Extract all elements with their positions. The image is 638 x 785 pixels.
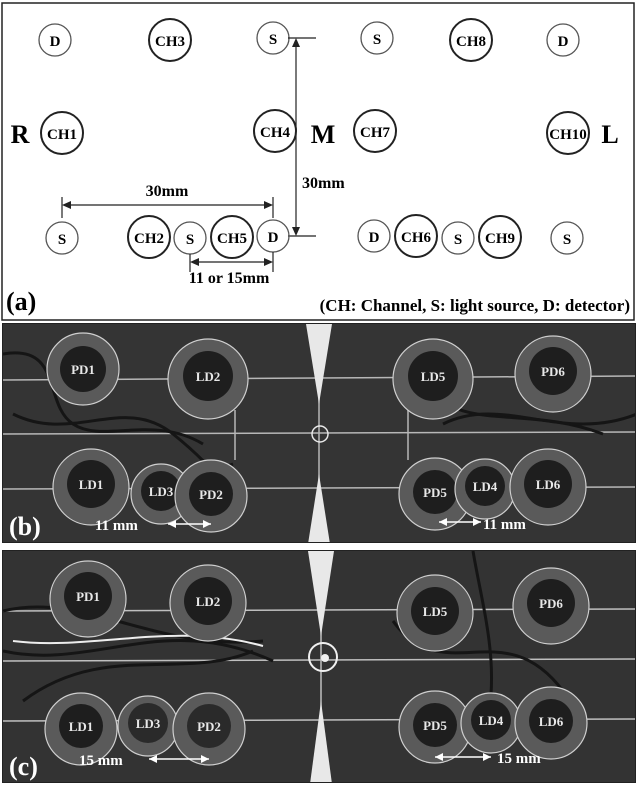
node-label: D [50,34,61,50]
side-label-left: L [601,120,618,149]
probe-label: LD2 [196,594,221,609]
probe-photo-11mm: PD1 LD2 LD1 LD3 PD2 LD5 PD6 PD5 [2,323,636,543]
channel-label: CH2 [134,231,164,247]
channel-label: CH7 [360,125,391,141]
probe-label: PD5 [423,485,447,500]
probe-label: PD6 [541,364,565,379]
probe-label: PD1 [76,589,100,604]
dimension-label-left: 15 mm [79,753,123,769]
probe-label: LD5 [421,369,446,384]
dimension-label-right: 15 mm [497,751,541,767]
probe-label: LD4 [479,713,504,728]
node-label: D [268,230,279,246]
legend-text: (CH: Channel, S: light source, D: detect… [320,296,630,315]
probe-label: PD1 [71,362,95,377]
horizontal-dimension-label: 30mm [146,183,189,200]
probe-label: PD2 [197,719,221,734]
panel-label: (a) [6,287,36,316]
probe-label: LD2 [196,369,221,384]
channel-label: CH8 [456,34,486,50]
panel-a-frame [2,3,634,320]
probe-photo-15mm: PD1 LD2 LD1 LD3 PD2 LD5 PD6 PD5 [2,550,636,783]
probe-label: PD2 [199,487,223,502]
panel-label: (b) [9,512,41,541]
probe-label: LD3 [136,716,161,731]
probe-label: LD5 [423,604,448,619]
node-label: D [558,34,569,50]
panel-label: (c) [9,752,38,781]
side-label-mid: M [311,120,336,149]
channel-label: CH10 [549,127,587,143]
probe-label: PD5 [423,718,447,733]
probe-label: LD3 [149,484,174,499]
channel-label: CH4 [260,125,291,141]
probe-label: LD4 [473,479,498,494]
probe-label: LD1 [79,477,104,492]
probe-layout-schematic: D CH3 S S CH8 D R CH1 CH4 M CH7 CH10 L 3… [0,0,638,322]
channel-label: CH3 [155,34,185,50]
side-label-right: R [11,120,30,149]
node-label: S [373,32,381,48]
probe-label: PD6 [539,596,563,611]
channel-label: CH6 [401,230,432,246]
probe-label: LD6 [539,714,564,729]
node-label: S [58,232,66,248]
channel-label: CH9 [485,231,515,247]
node-label: S [563,232,571,248]
spacing-dimension-label: 11 or 15mm [189,270,270,287]
channel-label: CH1 [47,127,77,143]
node-label: S [454,232,462,248]
node-label: S [186,232,194,248]
channel-label: CH5 [217,231,247,247]
node-label: S [269,32,277,48]
probe-label: LD1 [69,719,94,734]
node-label: D [369,230,380,246]
dimension-label-right: 11 mm [483,517,526,533]
dimension-label-left: 11 mm [95,518,138,534]
vertical-dimension-label: 30mm [302,175,345,192]
probe-label: LD6 [536,477,561,492]
